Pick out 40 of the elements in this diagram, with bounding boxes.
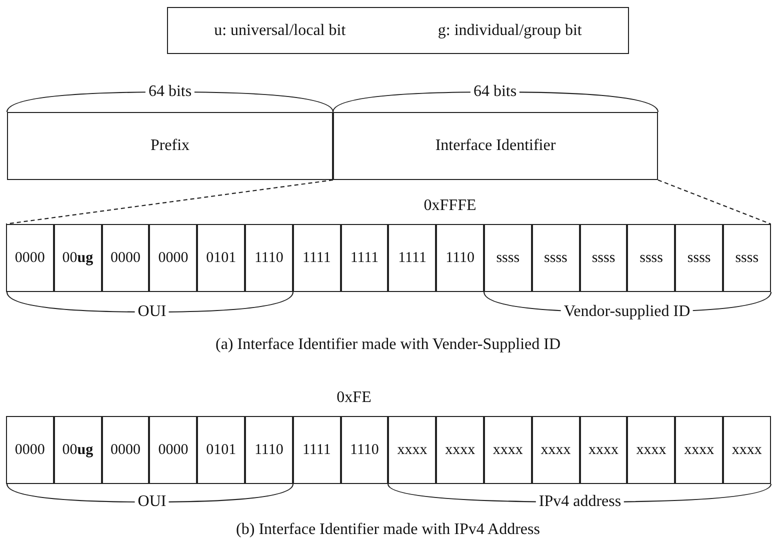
bit-field-cell: 0000 bbox=[102, 416, 150, 484]
bit-field-cell: 1110 bbox=[245, 416, 293, 484]
bit-field-cell: 1111 bbox=[292, 224, 341, 292]
bit-field-cell: xxxx bbox=[580, 416, 628, 484]
field-box: Prefix bbox=[7, 112, 333, 180]
bit-field-cell: ssss bbox=[627, 224, 676, 292]
bit-field-cell: 0000 bbox=[149, 224, 198, 292]
bit-field-cell: ssss bbox=[484, 224, 532, 292]
bit-field-cell: 1111 bbox=[388, 224, 436, 292]
bit-field-cell: ssss bbox=[580, 224, 628, 292]
bit-field-cell: 0000 bbox=[6, 224, 54, 292]
key-text: u: universal/local bit bbox=[214, 22, 346, 40]
bit-field-cell: 1110 bbox=[436, 224, 484, 292]
bit-field-cell: 1110 bbox=[245, 224, 293, 292]
bit-field-cell: 00ug bbox=[54, 224, 102, 292]
bit-field-cell: xxxx bbox=[627, 416, 676, 484]
bit-field-cell: xxxx bbox=[532, 416, 580, 484]
bit-field-cell: 1111 bbox=[340, 224, 388, 292]
bit-field-cell: 0000 bbox=[102, 224, 150, 292]
field-box: Interface Identifier bbox=[333, 112, 658, 180]
bit-field-cell: ssss bbox=[675, 224, 723, 292]
zoom-line bbox=[658, 179, 771, 225]
bit-field-cell: xxxx bbox=[388, 416, 436, 484]
bracket-label: Vendor-supplied ID bbox=[560, 303, 694, 321]
bit-field-cell: 1111 bbox=[292, 416, 341, 484]
key-text: g: individual/group bit bbox=[438, 22, 582, 40]
bit-field-cell: 0000 bbox=[6, 416, 54, 484]
bit-field-cell: 0000 bbox=[149, 416, 198, 484]
bit-field-cell: 00ug bbox=[54, 416, 102, 484]
bit-field-cell: 0101 bbox=[197, 224, 245, 292]
bit-field-cell: 1110 bbox=[340, 416, 388, 484]
bit-field-cell: ssss bbox=[532, 224, 580, 292]
bit-field-cell: xxxx bbox=[723, 416, 771, 484]
bit-field-cell: 0101 bbox=[197, 416, 245, 484]
bit-field-cell: xxxx bbox=[484, 416, 532, 484]
bit-field-cell: xxxx bbox=[675, 416, 723, 484]
bit-field-cell: ssss bbox=[723, 224, 771, 292]
key-box bbox=[167, 7, 629, 54]
bit-field-cell: xxxx bbox=[436, 416, 484, 484]
zoom-line bbox=[6, 179, 334, 225]
